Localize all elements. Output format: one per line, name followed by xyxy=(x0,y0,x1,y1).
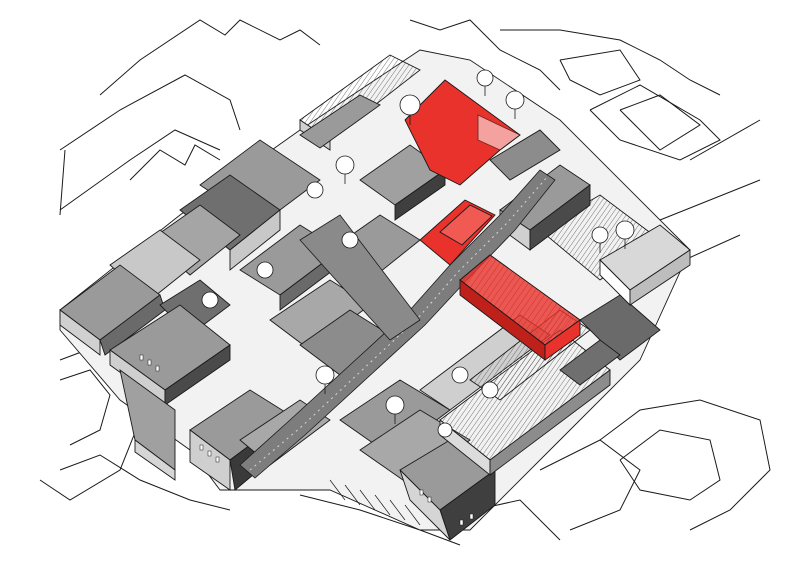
tree-icon xyxy=(399,94,421,116)
tree-icon xyxy=(201,291,219,309)
parcel-outline-south-east xyxy=(539,439,641,531)
parcel-outline-south xyxy=(59,454,231,511)
parcel-inner-southwest xyxy=(59,369,111,446)
tree-icon xyxy=(335,155,355,175)
parcel-road-edge-east xyxy=(689,119,761,161)
window xyxy=(155,365,160,372)
parcel-road-edge-east-2 xyxy=(659,179,761,221)
building-facade-west-dark xyxy=(229,209,281,271)
building-facade-row-west-dark xyxy=(164,344,231,406)
red-plaza-north-trees xyxy=(477,114,521,151)
window xyxy=(147,359,152,366)
window xyxy=(215,456,220,463)
window xyxy=(419,489,424,496)
highlighted-interventions xyxy=(404,79,581,361)
tree-icon xyxy=(385,395,405,415)
building-roof-northeast-small xyxy=(489,129,561,181)
tree-icon xyxy=(591,226,609,244)
tree-icon xyxy=(505,90,525,110)
parcel-box-northeast xyxy=(559,49,641,96)
main-street xyxy=(239,169,556,479)
tree-icon xyxy=(615,220,635,240)
parking-line xyxy=(359,489,376,511)
red-hall-facade-side xyxy=(544,319,581,361)
building-facade-south-east xyxy=(399,469,451,541)
tree-icon xyxy=(481,381,499,399)
parking-line xyxy=(389,499,406,521)
parcel-street-edge-south xyxy=(299,494,461,546)
facade-windows xyxy=(139,354,474,526)
tree-icon xyxy=(451,366,469,384)
parcel-outline-southeast xyxy=(599,399,771,531)
parking-line xyxy=(404,504,421,526)
tree-icon xyxy=(476,69,494,87)
building-facade-north-street xyxy=(394,169,446,221)
window xyxy=(199,444,204,451)
parcel-outline-north-east xyxy=(409,19,561,91)
window xyxy=(207,450,212,457)
building-roof-east-small xyxy=(559,339,621,386)
parking-line xyxy=(344,484,361,506)
parcel-inner-southeast xyxy=(619,429,721,501)
parking-line xyxy=(329,479,346,501)
building-facade-northeast-dark xyxy=(529,184,591,251)
building-roof-north-2 xyxy=(299,94,381,149)
tree-icon xyxy=(437,422,453,438)
building-facade-southwest xyxy=(134,439,176,481)
building-facade-east-white-2 xyxy=(629,249,691,306)
building-facade-west-edge xyxy=(59,309,101,356)
window xyxy=(139,354,144,361)
parking-line xyxy=(374,494,391,516)
tree-trunks xyxy=(324,86,626,424)
cross-street xyxy=(299,214,421,341)
tree-icon xyxy=(306,181,324,199)
parcel-outline-northeast xyxy=(500,29,721,96)
tree-icon xyxy=(315,365,335,385)
window xyxy=(469,513,474,520)
tree-icon xyxy=(341,231,359,249)
building-facade-east-hall-2 xyxy=(489,369,611,476)
parcel-outline-small-west xyxy=(129,144,221,181)
parcel-edge-west xyxy=(59,149,66,216)
parcel-outline-east xyxy=(589,84,721,161)
parcel-outline-west xyxy=(59,129,221,211)
window xyxy=(459,519,464,526)
parcel-inner-east xyxy=(619,94,701,151)
parking-stalls xyxy=(329,479,421,526)
window xyxy=(427,496,432,503)
tree-icon xyxy=(256,261,274,279)
parcel-outline-north xyxy=(99,19,321,96)
red-plaza-middle-inner xyxy=(439,204,493,246)
parcel-outline-northwest xyxy=(59,74,241,151)
